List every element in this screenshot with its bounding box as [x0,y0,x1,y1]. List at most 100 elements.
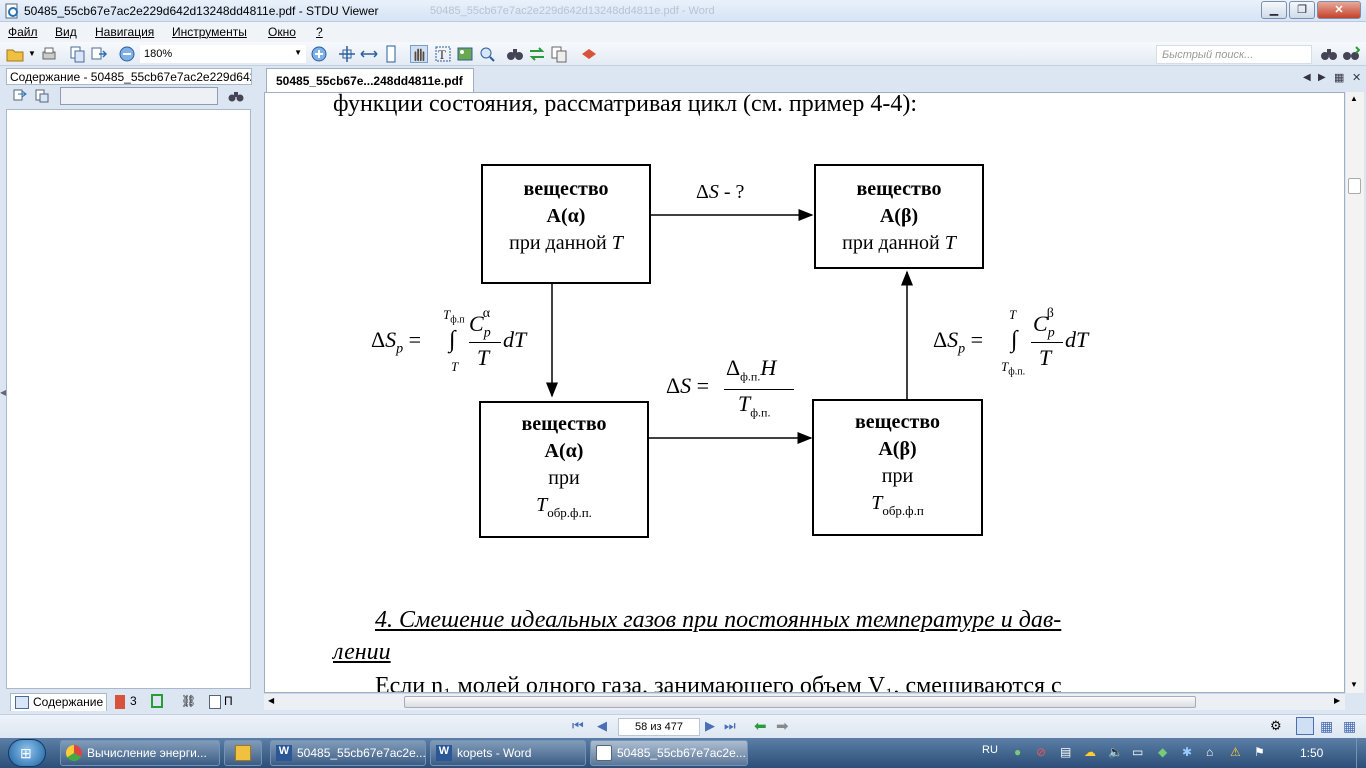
shield-icon[interactable]: ● [1014,745,1022,759]
show-desktop-button[interactable] [1356,738,1366,768]
maximize-button[interactable]: ❐ [1289,1,1315,19]
flag-icon[interactable]: ⚑ [1254,745,1265,759]
bookmark-icon [115,695,125,709]
search-binoculars-icon[interactable] [1320,45,1338,63]
fit-width-icon[interactable] [360,45,378,63]
expand-all-icon[interactable] [12,88,28,104]
zoom-out-icon[interactable] [118,45,136,63]
taskbar-item-label: 50485_55cb67e7ac2e... [617,746,746,760]
zoom-select[interactable]: 180%▼ [140,45,306,63]
language-indicator[interactable]: RU [982,744,998,756]
last-page-icon[interactable]: ⏭ [724,718,736,733]
export-icon[interactable] [90,45,108,63]
taskbar-item-label: 50485_55cb67e7ac2e... [297,746,426,760]
tab-list-icon[interactable]: ▦ [1334,72,1345,84]
document-view[interactable]: функции состояния, рассматривая цикл (см… [264,92,1345,693]
start-button[interactable]: ⊞ [8,739,46,767]
two-page-view-icon[interactable]: ▦ [1320,718,1334,734]
open-dropdown-icon[interactable]: ▼ [28,49,36,58]
search-next-icon[interactable] [1342,45,1360,63]
open-folder-icon[interactable] [6,45,24,63]
vertical-scrollbar[interactable]: ▲ ▼ [1346,92,1364,693]
security-icon[interactable]: ◆ [1158,745,1168,759]
scroll-thumb[interactable] [404,696,1196,708]
taskbar-item-word-doc[interactable]: W 50485_55cb67e7ac2e... [270,740,426,766]
copy-page-icon[interactable] [68,45,86,63]
scroll-left-icon[interactable]: ◀ [268,696,275,705]
horizontal-scrollbar[interactable]: ◀ ▶ [264,693,1345,710]
next-page-icon[interactable]: ▶ [705,718,715,733]
lower-limit: T [1001,359,1009,374]
first-page-icon[interactable]: ⏮ [572,718,584,733]
taskbar-item-word-kopets[interactable]: W kopets - Word [430,740,586,766]
panel-collapse-icon[interactable]: ◀ [0,388,7,397]
search-binoculars-icon[interactable] [228,88,244,104]
scroll-thumb[interactable] [1348,178,1361,194]
sync-arrows-icon[interactable] [528,45,546,63]
tab-next-icon[interactable]: ▶ [1318,72,1326,83]
menu-help[interactable]: ? [316,25,323,39]
search-binoculars-icon[interactable] [506,45,524,63]
tab-thumbnails[interactable] [148,693,166,711]
tab-close-icon[interactable]: ✕ [1352,72,1362,84]
clock[interactable]: 1:50 [1300,746,1324,760]
copy-icon[interactable] [550,45,568,63]
contents-filter-input[interactable] [60,87,218,105]
fit-page-icon[interactable] [338,45,356,63]
bookmark-icon[interactable] [580,45,598,63]
image-select-icon[interactable] [456,45,474,63]
update-icon[interactable]: ⚠ [1230,745,1241,759]
menu-window[interactable]: Окно [268,25,296,39]
page-number-input[interactable]: 58 из 477 [618,718,700,736]
volume-icon[interactable]: 🔈 [1108,745,1123,759]
antivirus-icon[interactable]: ⊘ [1036,745,1047,759]
page-icon [209,695,221,709]
box-line: А(β) [879,205,919,227]
box-line: при [881,465,914,487]
document-tab[interactable]: 50485_55cb67e...248dd4811e.pdf [266,68,474,92]
cloud-icon[interactable]: ☁ [1084,745,1096,759]
minimize-button[interactable]: ▁ [1261,1,1287,19]
lower-limit-sub: ф.п. [1008,366,1026,378]
tab-contents[interactable]: Содержание [10,693,108,711]
menu-view[interactable]: Вид [55,25,77,39]
close-button[interactable]: ✕ [1317,1,1361,19]
fit-height-icon[interactable] [382,45,400,63]
network-icon[interactable]: ▤ [1060,745,1072,759]
zoom-in-icon[interactable] [310,45,328,63]
taskbar-item-explorer[interactable] [224,740,262,766]
scroll-up-icon[interactable]: ▲ [1350,94,1358,103]
grid-view-icon[interactable]: ▦ [1343,718,1357,734]
bluetooth-icon[interactable]: ✱ [1182,745,1193,759]
upper-limit: T [443,307,451,322]
usb-icon[interactable]: ⌂ [1206,745,1214,759]
scroll-right-icon[interactable]: ▶ [1334,696,1341,705]
folder-icon [235,745,251,761]
forward-icon[interactable]: ➡ [776,718,789,735]
hand-tool-icon[interactable] [410,45,428,63]
collapse-all-icon[interactable] [34,88,50,104]
prev-page-icon[interactable]: ◀ [597,718,607,733]
scroll-down-icon[interactable]: ▼ [1350,680,1358,689]
print-icon[interactable] [40,45,58,63]
monitor-icon[interactable]: ▭ [1132,745,1144,759]
menu-navigation[interactable]: Навигация [95,25,155,39]
settings-icon[interactable]: ⚙ [1270,718,1282,733]
tab-pages[interactable]: П [206,693,236,711]
tab-bookmarks[interactable]: 3 [112,693,140,711]
quick-search-input[interactable]: Быстрый поиск... [1156,45,1312,64]
back-icon[interactable]: ⬅ [754,718,767,735]
tab-search[interactable]: ⛓ [178,693,199,711]
search-binoculars-icon: ⛓ [181,694,197,708]
menu-file[interactable]: Файл [8,25,38,39]
taskbar-item-stdu[interactable]: 50485_55cb67e7ac2e... [590,740,748,766]
text-select-icon[interactable]: T [434,45,452,63]
single-page-view-icon[interactable] [1296,717,1314,735]
snapshot-zoom-icon[interactable] [478,45,496,63]
tab-prev-icon[interactable]: ◀ [1303,72,1311,83]
taskbar-item-chrome[interactable]: Вычисление энерги... [60,740,220,766]
box-line: А(β) [878,438,917,460]
menu-tools[interactable]: Инструменты [172,25,247,39]
background-window-title: 50485_55cb67e7ac2e229d642d13248dd4811e.p… [430,5,715,17]
contents-tree[interactable] [6,109,251,689]
